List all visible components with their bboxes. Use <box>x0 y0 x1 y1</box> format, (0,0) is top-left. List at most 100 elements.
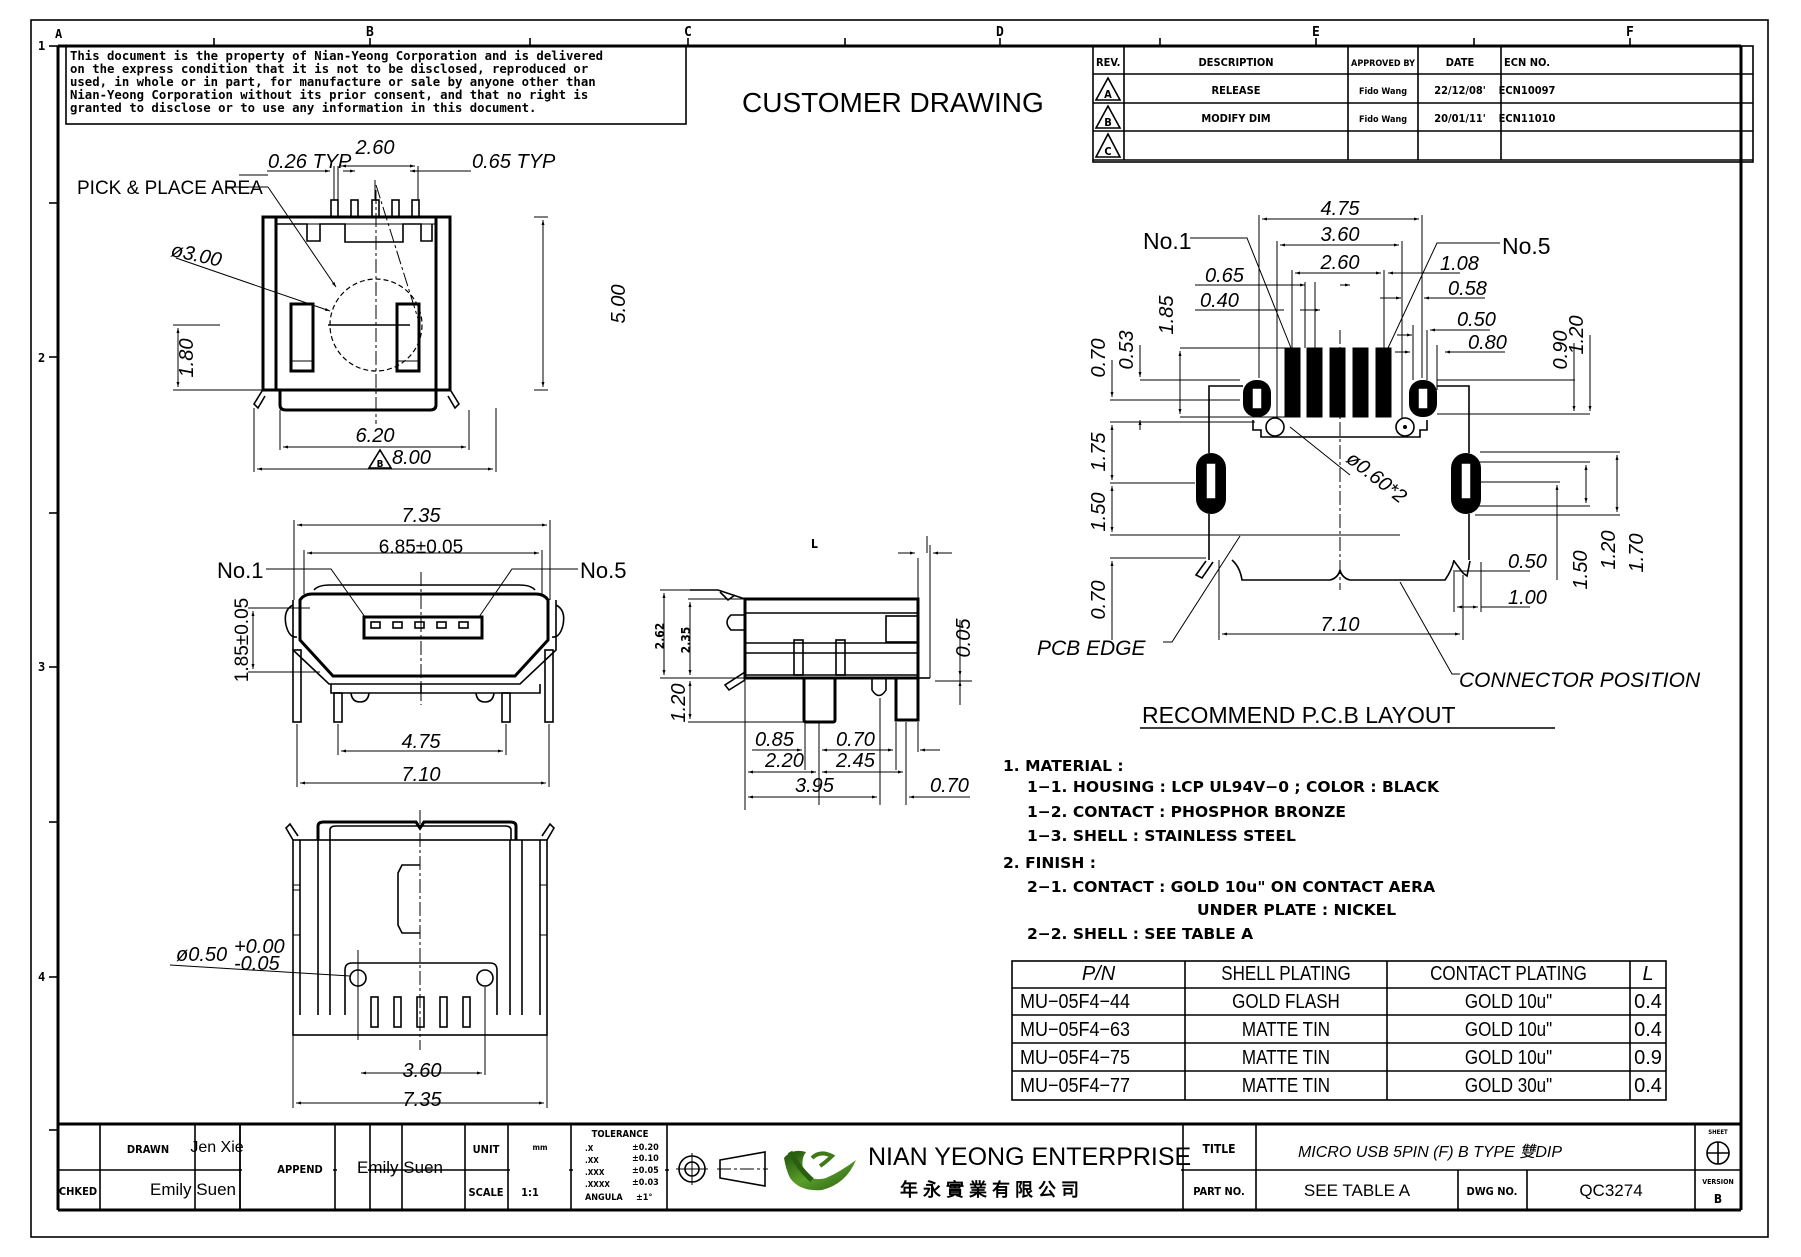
svg-text:0.80: 0.80 <box>1468 332 1507 354</box>
svg-text:7.10: 7.10 <box>1321 614 1360 636</box>
note-line: UNDER PLATE : NICKEL <box>1197 901 1396 919</box>
svg-text:APPROVED BY: APPROVED BY <box>1351 59 1415 69</box>
note-line: 1. MATERIAL : <box>1003 757 1124 775</box>
svg-text:-0.05: -0.05 <box>234 953 280 975</box>
note-line: 2−2. SHELL : SEE TABLE A <box>1027 925 1253 943</box>
svg-text:6.20: 6.20 <box>356 425 395 447</box>
svg-text:7.35: 7.35 <box>403 1089 443 1111</box>
company-name: NIAN YEONG ENTERPRISE <box>868 1143 1191 1171</box>
svg-text:0.90: 0.90 <box>1550 331 1572 370</box>
revision-row: A RELEASE Fido Wang 22/12/08' ECN10097 <box>1094 76 1556 101</box>
svg-text:Emily Suen: Emily Suen <box>150 1180 236 1199</box>
svg-text:.XXXX: .XXXX <box>585 1180 610 1189</box>
svg-text:C: C <box>684 25 692 40</box>
svg-text:0.65 TYP: 0.65 TYP <box>472 151 556 173</box>
disclaimer-line: on the express condition that it is not … <box>70 62 588 76</box>
table-header-contact: CONTACT PLATING <box>1430 963 1587 985</box>
drawing-number: QC3274 <box>1579 1181 1642 1200</box>
svg-text:2.20: 2.20 <box>764 750 804 772</box>
svg-text:mm: mm <box>533 1143 548 1152</box>
svg-text:0.70: 0.70 <box>1088 581 1110 620</box>
svg-text:1.75: 1.75 <box>1088 432 1110 472</box>
svg-text:2.45: 2.45 <box>835 750 876 772</box>
svg-text:DESCRIPTION: DESCRIPTION <box>1198 56 1273 69</box>
sheet-indicator-icon <box>1706 1141 1730 1165</box>
svg-text:1.50: 1.50 <box>1088 493 1110 532</box>
page-heading: CUSTOMER DRAWING <box>742 87 1044 118</box>
svg-text:REV.: REV. <box>1096 56 1120 69</box>
svg-text:SEE TABLE A: SEE TABLE A <box>1304 1181 1411 1200</box>
svg-text:0.85: 0.85 <box>755 729 795 751</box>
svg-text:22/12/08': 22/12/08' <box>1434 84 1486 97</box>
svg-text:B: B <box>1714 1192 1722 1206</box>
svg-text:0.50: 0.50 <box>1508 551 1547 573</box>
svg-text:5.00: 5.00 <box>608 285 630 324</box>
pin1-label: No.1 <box>217 558 263 583</box>
svg-text:ECN NO.: ECN NO. <box>1504 56 1550 69</box>
svg-text:Emily Suen: Emily Suen <box>357 1158 443 1177</box>
svg-text:ECN10097: ECN10097 <box>1499 84 1556 97</box>
svg-text:±0.03: ±0.03 <box>632 1178 659 1188</box>
pin5-label: No.5 <box>580 558 626 583</box>
svg-text:0.70: 0.70 <box>930 775 969 797</box>
svg-text:1.00: 1.00 <box>1508 587 1547 609</box>
svg-text:3.60: 3.60 <box>1321 224 1360 246</box>
grid-row-labels: 1 2 3 4 <box>38 39 58 1131</box>
pcb-layout-title: RECOMMEND P.C.B LAYOUT <box>1142 702 1456 728</box>
company-logo-icon <box>784 1150 856 1191</box>
disclaimer-line: used, in whole or in part, for manufactu… <box>70 75 596 89</box>
svg-text:ø3.00: ø3.00 <box>169 239 224 271</box>
svg-text:PART NO.: PART NO. <box>1193 1185 1244 1198</box>
revision-letter: B <box>1104 116 1112 129</box>
note-line: 2. FINISH : <box>1003 854 1096 872</box>
svg-text:8.00: 8.00 <box>392 447 431 469</box>
svg-text:APPEND: APPEND <box>277 1163 322 1176</box>
pcb-layout: No.1 No.5 4.75 3.60 2.60 0.65 0.40 1.08 … <box>1037 198 1701 729</box>
svg-text:DWG NO.: DWG NO. <box>1467 1185 1518 1198</box>
svg-text:A: A <box>55 27 63 41</box>
svg-text:3: 3 <box>38 660 45 674</box>
svg-text:TOLERANCE: TOLERANCE <box>592 1129 649 1140</box>
svg-text:VERSION: VERSION <box>1702 1178 1734 1186</box>
svg-text:1:1: 1:1 <box>521 1186 539 1199</box>
svg-text:2: 2 <box>38 351 45 365</box>
svg-text:2.62: 2.62 <box>653 623 667 650</box>
note-line: 1−1. HOUSING : LCP UL94V−0 ; COLOR : BLA… <box>1027 778 1440 796</box>
svg-text:0.05: 0.05 <box>953 618 975 658</box>
disclaimer-line: granted to disclose or to use any inform… <box>70 101 536 115</box>
svg-text:0.65: 0.65 <box>1205 265 1245 287</box>
svg-text:1.80: 1.80 <box>176 339 198 378</box>
pick-place-label: PICK & PLACE AREA <box>77 178 263 199</box>
svg-text:D: D <box>996 25 1004 40</box>
svg-text:1.70: 1.70 <box>1626 534 1648 573</box>
svg-text:1.08: 1.08 <box>1440 253 1479 275</box>
side-view: L 2.62 2.35 1.20 0.05 0.85 0.70 2.20 2.4… <box>653 536 975 810</box>
plating-table-text: P/N SHELL PLATING CONTACT PLATING L MU−0… <box>1012 961 1666 1100</box>
svg-text:1.85: 1.85 <box>1156 295 1178 335</box>
svg-text:0.58: 0.58 <box>1448 278 1487 300</box>
company-name-cn: 年 永 實 業 有 限 公 司 <box>900 1179 1079 1200</box>
svg-text:3.60: 3.60 <box>403 1060 442 1082</box>
svg-text:ø0.60*2: ø0.60*2 <box>1342 448 1411 508</box>
svg-text:0.70: 0.70 <box>836 729 875 751</box>
svg-text:MODIFY DIM: MODIFY DIM <box>1201 112 1270 125</box>
revision-row: B MODIFY DIM Fido Wang 20/01/11' ECN1101… <box>1094 104 1556 129</box>
revision-letter: A <box>1104 88 1112 101</box>
svg-text:.X: .X <box>585 1144 594 1153</box>
pcb-edge-label: PCB EDGE <box>1037 637 1147 660</box>
svg-text:ECN11010: ECN11010 <box>1499 112 1556 125</box>
svg-text:B: B <box>366 25 374 40</box>
note-line: 2−1. CONTACT : GOLD 10u" ON CONTACT AERA <box>1027 878 1435 896</box>
connector-position-label: CONNECTOR POSITION <box>1459 669 1701 692</box>
svg-text:SCALE: SCALE <box>468 1186 503 1199</box>
svg-text:RELEASE: RELEASE <box>1211 84 1260 97</box>
svg-text:1.20: 1.20 <box>1598 531 1620 570</box>
svg-text:2.60: 2.60 <box>1320 252 1360 274</box>
svg-text:Jen Xie: Jen Xie <box>190 1139 243 1156</box>
svg-text:6.85±0.05: 6.85±0.05 <box>379 537 463 558</box>
svg-text:7.10: 7.10 <box>402 764 441 786</box>
notes: 1. MATERIAL : 1−1. HOUSING : LCP UL94V−0… <box>1003 757 1440 943</box>
svg-text:0.26 TYP: 0.26 TYP <box>268 151 352 173</box>
svg-text:ø0.50: ø0.50 <box>176 944 227 966</box>
plating-table <box>1011 960 1667 1101</box>
